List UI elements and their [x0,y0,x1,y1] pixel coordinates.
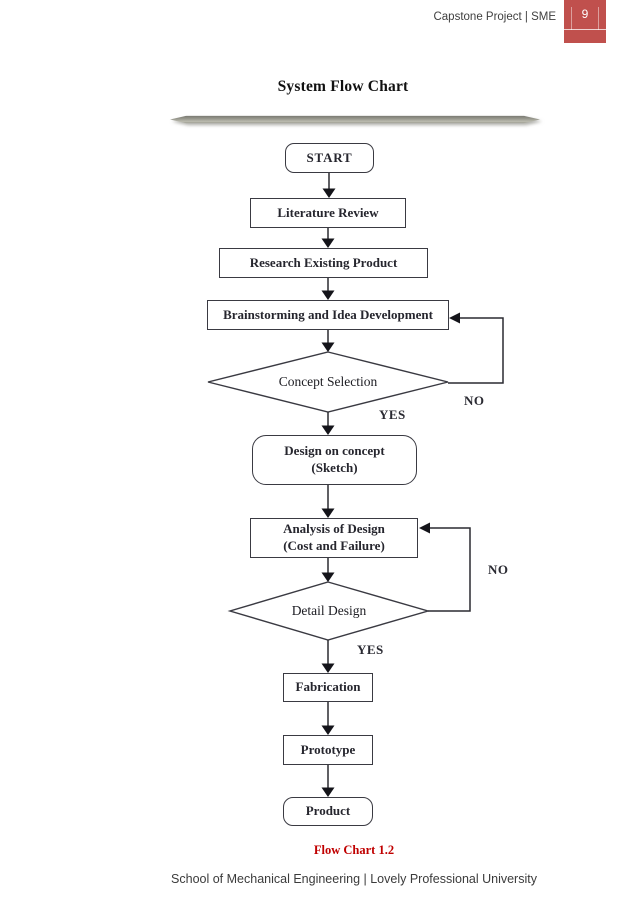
node-start: START [285,143,374,173]
no-loop-detail-to-analysis [419,522,471,612]
node-fabrication: Fabrication [283,673,373,702]
header-doc-title: Capstone Project | SME [433,11,556,23]
node-concept-selection: Concept Selection [208,352,448,412]
arrow-sketch-to-analysis [321,485,335,518]
node-literature-label: Literature Review [277,204,379,220]
arrow-literature-to-research [321,228,335,248]
arrow-start-to-literature [322,173,336,198]
arrow-brainstorm-to-concept [321,330,335,352]
node-analysis-line1: Analysis of Design [283,521,385,537]
page-box-horizontal-rule [564,29,606,30]
node-brainstorm-label: Brainstorming and Idea Development [223,306,433,322]
decision-label-no-detail: NO [488,562,509,577]
footer-text: School of Mechanical Engineering | Lovel… [171,872,537,886]
node-sketch-line1: Design on concept [284,443,385,459]
node-literature-review: Literature Review [250,198,406,228]
node-fabrication-label: Fabrication [295,679,361,695]
page-title: System Flow Chart [277,78,409,95]
node-detail-label: Detail Design [291,603,367,618]
decision-label-no-concept: NO [464,393,485,408]
arrow-detail-yes-to-fabrication [321,640,335,673]
arrow-concept-yes-to-sketch [321,412,335,435]
page-box-left-rule [571,7,572,30]
no-loop-concept-to-brainstorm [448,312,504,384]
decision-label-yes-concept: YES [379,407,406,422]
arrow-fabrication-to-prototype [321,702,335,735]
node-product: Product [283,797,373,826]
decorative-divider [170,115,540,124]
node-brainstorming: Brainstorming and Idea Development [207,300,449,330]
divider-bar [170,115,540,124]
node-detail-design: Detail Design [230,582,428,640]
node-design-on-concept: Design on concept (Sketch) [252,435,417,485]
arrow-research-to-brainstorm [321,278,335,300]
figure-caption: Flow Chart 1.2 [313,843,395,857]
node-research-existing-product: Research Existing Product [219,248,428,278]
node-concept-label: Concept Selection [278,374,378,389]
page-number-box: 9 [564,0,606,43]
node-prototype-label: Prototype [300,741,356,757]
node-start-label: START [306,149,353,165]
page-number: 9 [581,7,589,21]
decision-label-yes-detail: YES [357,642,384,657]
arrow-prototype-to-product [321,765,335,797]
node-analysis-line2: (Cost and Failure) [283,538,385,553]
node-research-label: Research Existing Product [249,254,398,270]
node-product-label: Product [305,803,351,819]
node-analysis-of-design: Analysis of Design (Cost and Failure) [250,518,418,558]
node-prototype: Prototype [283,735,373,765]
page-box-right-rule [598,7,599,30]
arrow-analysis-to-detail [321,558,335,582]
node-sketch-line2: (Sketch) [311,460,358,475]
